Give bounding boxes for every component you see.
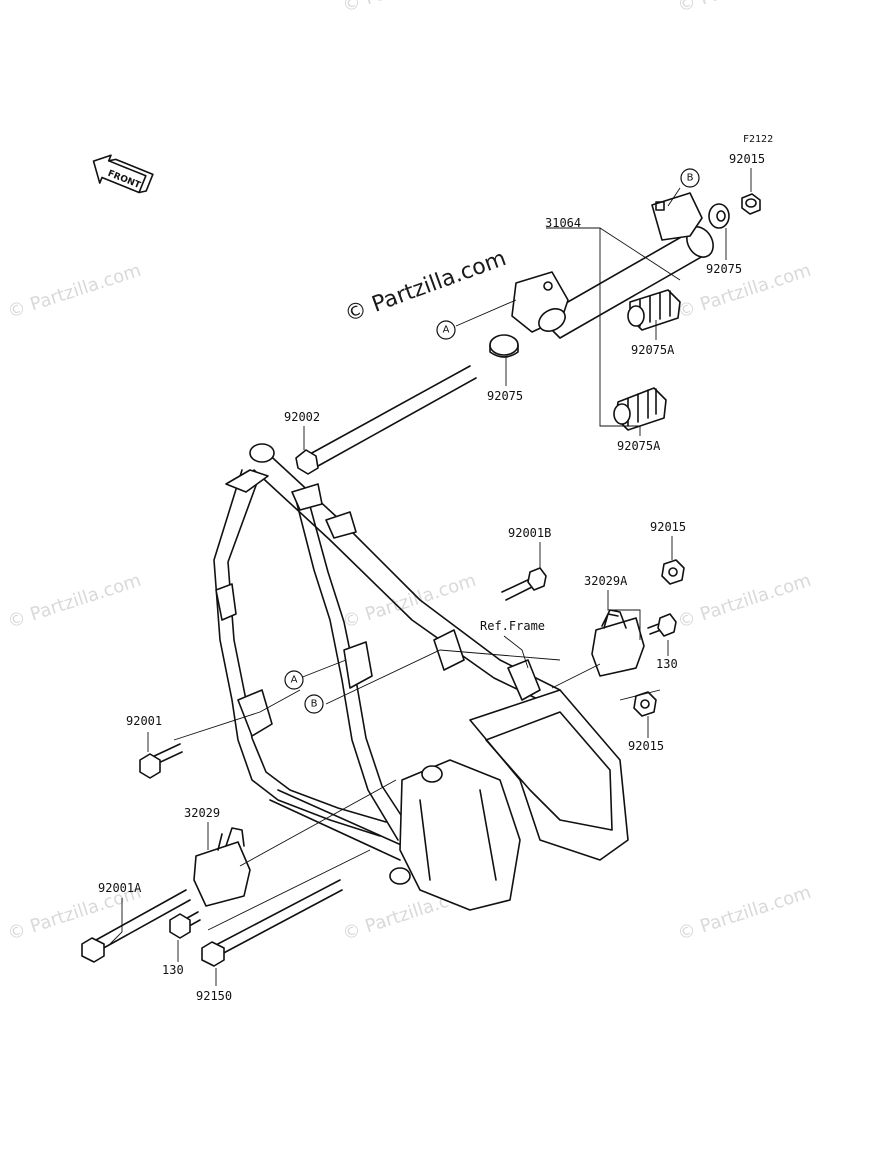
watermark: © Partzilla.com: [340, 0, 479, 17]
bolt-130-right: [647, 613, 677, 637]
label-92150: 92150: [196, 989, 232, 1003]
watermark: © Partzilla.com: [5, 570, 144, 633]
figure-code: F2122: [743, 134, 773, 145]
leader-lines: [109, 168, 752, 986]
part-labels: 31064 92015 92075 92075A 92075 92075A 92…: [98, 152, 765, 1003]
bolt-92002: [295, 365, 477, 475]
watermark: © Partzilla.com: [340, 570, 479, 633]
mount-tube-31064: [511, 192, 714, 339]
front-arrow-icon: FRONT: [92, 154, 154, 194]
label-32029: 32029: [184, 806, 220, 820]
label-130-right: 130: [656, 657, 678, 671]
marker-b-label: B: [311, 699, 318, 710]
label-92002: 92002: [284, 410, 320, 424]
marker-a-label: A: [443, 325, 450, 336]
bushing-92075-right: [708, 203, 730, 229]
marker-a-label: A: [291, 675, 298, 686]
main-watermark: © Partzilla.com: [342, 246, 510, 328]
marker-b-label: B: [687, 173, 694, 184]
label-32029A: 32029A: [584, 574, 628, 588]
nut-92015-mid: [661, 559, 685, 585]
bushing-92075-left: [489, 334, 519, 358]
bolt-92001B: [501, 567, 547, 601]
label-92001B: 92001B: [508, 526, 551, 540]
ref-marker-a-frame: A: [284, 670, 304, 690]
ref-marker-a-top: A: [436, 320, 456, 340]
bushing-92075A-bottom: [613, 387, 667, 431]
label-130-left: 130: [162, 963, 184, 977]
bolt-92001: [139, 743, 183, 779]
label-92001A: 92001A: [98, 881, 142, 895]
label-92075-left: 92075: [487, 389, 523, 403]
watermark: © Partzilla.com: [675, 882, 814, 945]
watermark: © Partzilla.com: [675, 570, 814, 633]
watermark: © Partzilla.com: [675, 260, 814, 323]
ref-marker-b-frame: B: [304, 694, 324, 714]
watermark: © Partzilla.com: [675, 0, 814, 17]
label-92075-right: 92075: [706, 262, 742, 276]
label-92015-mid: 92015: [650, 520, 686, 534]
nut-92015-top: [741, 193, 761, 215]
bolt-92001A: [81, 889, 191, 963]
label-92015-top: 92015: [729, 152, 765, 166]
watermark: © Partzilla.com: [5, 260, 144, 323]
bushing-92075A-top: [627, 289, 681, 331]
bolt-92150: [201, 879, 343, 967]
bracket-32029: [193, 827, 251, 907]
label-ref-frame: Ref.Frame: [480, 619, 545, 633]
label-92075A-bottom: 92075A: [617, 439, 661, 453]
label-92075A-top: 92075A: [631, 343, 675, 357]
label-92015-low: 92015: [628, 739, 664, 753]
frame: [213, 443, 629, 911]
ref-marker-b-top: B: [680, 168, 700, 188]
nut-92015-low: [633, 691, 657, 717]
label-31064: 31064: [545, 216, 581, 230]
label-92001: 92001: [126, 714, 162, 728]
bolt-130-left: [169, 911, 201, 939]
bracket-32029A: [591, 609, 645, 677]
